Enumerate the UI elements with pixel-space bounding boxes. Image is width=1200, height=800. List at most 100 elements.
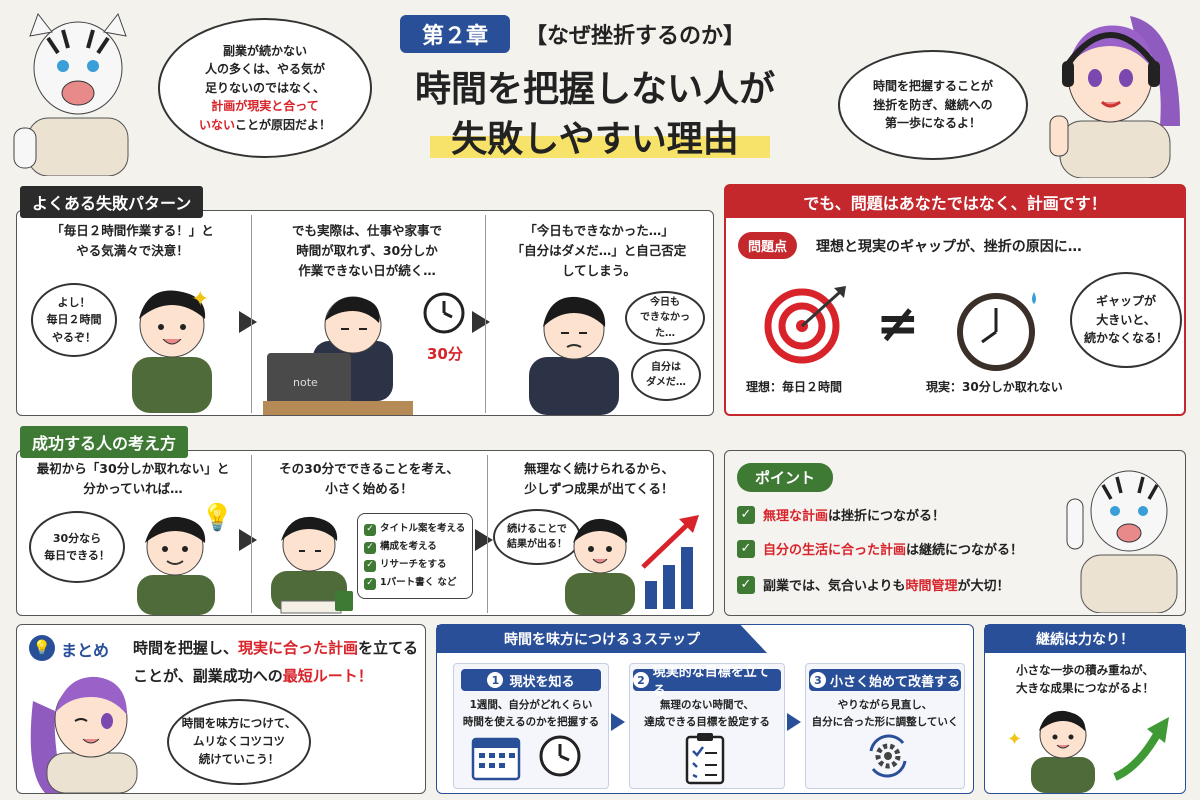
success-panel: 最初から「30分しか取れない」と 分かっていれば… 30分なら 毎日できる！ 💡… — [16, 450, 714, 616]
point-1-red: 無理な計画 — [763, 509, 829, 524]
gear-cycle-icon — [863, 731, 913, 785]
summary-bubble-line3: 続けていこう！ — [198, 751, 280, 766]
page-title-line2: 失敗しやすい理由 — [451, 119, 739, 160]
point-item-2: ✓ 自分の生活に合った計画は継続につながる！ — [737, 539, 1023, 558]
problem-banner: でも、問題はあなたではなく、計画です！ — [726, 186, 1184, 218]
task-item-label: 1パート書く など — [380, 577, 457, 589]
failure-scene1-bubble-line3: やるぞ！ — [52, 330, 96, 344]
chapter-subtitle: 【なぜ挫折するのか】 — [525, 24, 746, 49]
arrow-right-icon — [239, 529, 257, 551]
girl-bubble-line1: 時間を把握することが — [872, 79, 993, 94]
clock-icon — [537, 733, 583, 783]
arrow-right-icon — [611, 713, 625, 731]
summary-text1-a: 時間を把握し、 — [133, 639, 239, 657]
success-scene3-bubble-line2: 結果が出る！ — [507, 539, 567, 550]
task-item: ✓タイトル案を考える — [364, 520, 466, 538]
task-item: ✓リサーチをする — [364, 556, 466, 574]
summary-bubble: 時間を味方につけて、 ムリなくコツコツ 続けていこう！ — [167, 699, 311, 785]
step-1-label: 現状を知る — [509, 674, 575, 690]
summary-bubble-line1: 時間を味方につけて、 — [181, 716, 297, 731]
step-1-text-line2: 時間を使えるのかを把握する — [462, 715, 600, 728]
motivated-boy-illustration — [117, 277, 227, 413]
success-scene3-caption-line1: 無理なく続けられるから、 — [523, 461, 674, 476]
failure-scene3-bubble-a: 今日も できなかった… — [625, 291, 705, 345]
success-scene3-caption: 無理なく続けられるから、 少しずつ成果が出てくる！ — [489, 459, 709, 499]
success-scene1-caption-line1: 最初から「30分しか取れない」と — [36, 461, 230, 476]
failure-scene3-caption: 「今日もできなかった…」 「自分はダメだ…」と自己否定 してしまう。 — [487, 221, 711, 281]
checkbox-icon: ✓ — [737, 505, 755, 524]
lightbulb-icon: 💡 — [29, 635, 55, 661]
tired-boy-laptop-illustration — [263, 291, 413, 415]
summary-text-line2: ことが、副業成功への最短ルート！ — [133, 665, 373, 686]
growth-bar-chart-icon — [639, 511, 709, 615]
lightbulb-icon: 💡 — [201, 503, 234, 533]
sparkle-icon: ✦ — [1007, 729, 1023, 750]
success-scene2-caption: その30分でできることを考え、 小さく始める！ — [257, 459, 481, 499]
page-title-line1: 時間を把握しない人が — [414, 69, 775, 110]
tiger-bubble-line2: 人の多くは、やる気が — [204, 62, 325, 77]
checkbox-icon: ✓ — [737, 539, 755, 558]
clipboard-icon — [683, 731, 733, 789]
summary-text-line1: 時間を把握し、現実に合った計画を立てる — [133, 637, 418, 658]
step-3-label: 小さく始めて改善する — [829, 674, 960, 690]
problem-bubble-line2: 大きいと、 — [1096, 312, 1156, 327]
point-1-tail: は挫折につながる！ — [828, 509, 946, 524]
smiling-boy-illustration — [125, 509, 225, 615]
girl-bubble-line3: 第一歩になるよ！ — [884, 116, 981, 131]
point-3-tail: が大切！ — [957, 579, 1010, 594]
step-1-number: 1 — [487, 672, 504, 688]
task-list: ✓タイトル案を考える ✓構成を考える ✓リサーチをする ✓1パート書く など — [357, 513, 473, 600]
tiger-mascot-pointing-illustration — [1065, 459, 1183, 614]
tiger-bubble-line4: 計画が現実と合って — [211, 99, 319, 114]
step-3-text-line2: 自分に合った形に調整していく — [811, 715, 959, 728]
point-3-head: 副業では、気合いよりも — [763, 579, 906, 594]
summary-text1-b: を立てる — [358, 639, 419, 657]
success-scene1-caption-line2: 分かっていれば… — [83, 481, 183, 496]
task-item: ✓構成を考える — [364, 538, 466, 556]
step-2-number: 2 — [633, 672, 649, 688]
step-2-head: 2 現実的な目標を立てる — [633, 665, 781, 699]
step-3-number: 3 — [809, 672, 826, 688]
success-scene3-caption-line2: 少しずつ成果が出てくる！ — [524, 481, 674, 496]
step-1-text-line1: 1週間、自分がどれくらい — [469, 699, 593, 711]
problem-bubble-line1: ギャップが — [1095, 294, 1156, 309]
step-2-text: 無理のない時間で、 達成できる目標を設定する — [629, 697, 785, 731]
summary-bubble-line2: ムリなくコツコツ — [193, 734, 285, 749]
failure-scene3-bubble-b-line2: ダメだ… — [646, 377, 686, 388]
step-2-text-line1: 無理のない時間で、 — [659, 699, 755, 711]
problem-panel: でも、問題はあなたではなく、計画です！ 問題点 理想と現実のギャップが、挫折の原… — [724, 184, 1186, 416]
keep-panel: 継続は力なり！ 小さな一歩の積み重ねが、 大きな成果につながるよ！ ✦ — [984, 624, 1186, 794]
step-3-head: 3 小さく始めて改善する — [809, 669, 961, 691]
summary-label: まとめ — [61, 641, 110, 660]
checkbox-icon: ✓ — [737, 575, 755, 594]
keep-text: 小さな一歩の積み重ねが、 大きな成果につながるよ！ — [985, 661, 1185, 698]
failure-panel: 「毎日２時間作業する！」と やる気満々で決意！ よし！ 毎日２時間 やるぞ！ ✦… — [16, 210, 714, 416]
step-3-text-line1: やりながら見直し、 — [837, 699, 933, 711]
not-equal-sign: ≠ — [876, 294, 920, 354]
divider — [251, 215, 252, 413]
divider — [251, 455, 252, 613]
failure-scene2-caption: でも実際は、仕事や家事で 時間が取れず、30分しか 作業できない日が続く… — [257, 221, 477, 281]
task-item-label: タイトル案を考える — [380, 523, 466, 534]
failure-scene1-caption: 「毎日２時間作業する！」と やる気満々で決意！ — [25, 221, 240, 261]
ideal-label: 理想：毎日２時間 — [746, 380, 843, 394]
summary-panel: 💡 まとめ 時間を把握し、現実に合った計画を立てる ことが、副業成功への最短ルー… — [16, 624, 426, 794]
target-icon — [762, 284, 852, 368]
divider — [487, 455, 488, 613]
summary-text2-red: 最短ルート！ — [282, 667, 373, 685]
failure-scene3-bubble-b-line1: 自分は — [650, 361, 681, 373]
steps-title: 時間を味方につける３ステップ — [437, 625, 767, 653]
reality-label: 現実：30分しか取れない — [926, 380, 1063, 394]
divider — [485, 215, 486, 413]
calendar-icon — [471, 733, 523, 785]
sparkle-icon: ✦ — [191, 287, 210, 312]
sad-boy-illustration — [519, 287, 629, 415]
title-highlight — [430, 136, 770, 158]
keep-text-line2: 大きな成果につながるよ！ — [1016, 681, 1154, 696]
girl-bubble-line2: 挫折を防ぎ、継続への — [873, 97, 993, 112]
failure-scene1-caption-line1: 「毎日２時間作業する！」と — [51, 223, 214, 238]
point-2-tail: は継続につながる！ — [906, 543, 1024, 558]
failure-scene3-caption-line1: 「今日もできなかった…」 — [524, 223, 674, 238]
keep-text-line1: 小さな一歩の積み重ねが、 — [1016, 663, 1154, 677]
failure-scene3-bubble-a-line1: 今日も — [650, 296, 680, 308]
